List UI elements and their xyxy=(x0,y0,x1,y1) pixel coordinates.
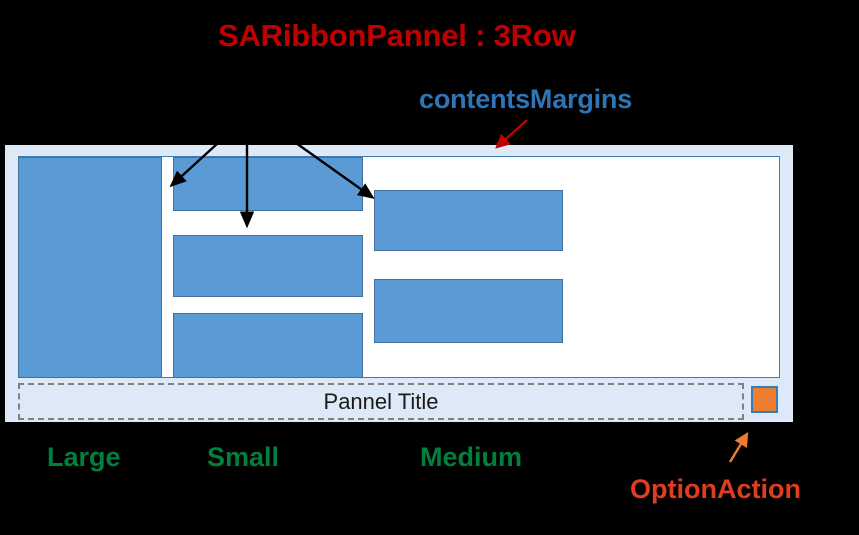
annotation-option-action: OptionAction xyxy=(630,474,801,504)
large-button[interactable] xyxy=(18,157,162,378)
small-button-row-3[interactable] xyxy=(173,313,363,378)
medium-button-row-2[interactable] xyxy=(374,279,563,343)
annotation-large: Large xyxy=(47,442,121,472)
annotation-contents-margins: contentsMargins xyxy=(419,84,633,114)
diagram-title: SARibbonPannel : 3Row xyxy=(218,18,576,53)
small-button-row-1[interactable] xyxy=(173,157,363,211)
arrow-option-action xyxy=(728,431,749,463)
pannel-title-bar: Pannel Title xyxy=(18,383,744,420)
annotation-medium: Medium xyxy=(420,442,523,472)
pannel-title-label: Pannel Title xyxy=(323,388,439,414)
annotation-small: Small xyxy=(207,442,280,472)
option-action-button[interactable] xyxy=(751,386,778,413)
medium-button-row-1[interactable] xyxy=(374,190,563,251)
arrow-contents-margins xyxy=(495,119,528,149)
small-button-row-2[interactable] xyxy=(173,235,363,297)
